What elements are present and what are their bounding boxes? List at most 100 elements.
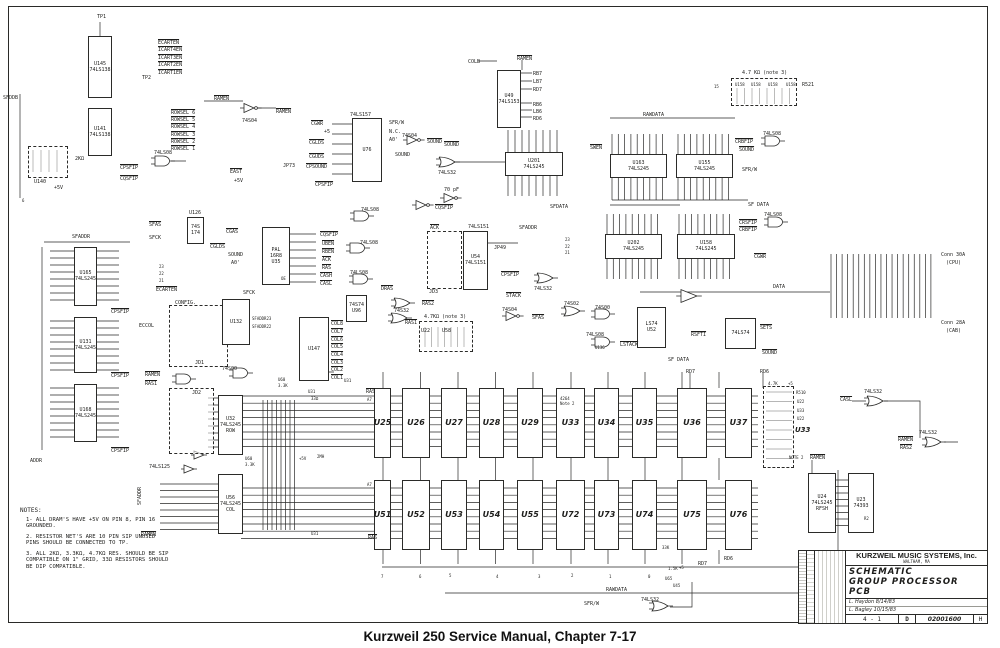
signal-label: RD6 [724, 556, 734, 562]
sheet-border [8, 6, 988, 623]
signal-label: ADDR [30, 458, 43, 464]
signal-label: LB6 [533, 109, 543, 115]
signal-label: SFADDR23 [252, 316, 272, 321]
ic-label: 16R8 [269, 252, 283, 259]
note-item: 2. RESISTOR NET'S ARE 10 PIN SIP UNUSED … [26, 533, 156, 547]
signal-label: CASL [320, 281, 333, 287]
signal-label: RAS1 [145, 381, 158, 387]
signal-label: U158 [768, 82, 778, 87]
signal-label: JD3 [429, 289, 439, 295]
signal-label: COL8 [331, 321, 344, 327]
ic-label: U49 [504, 92, 514, 99]
ic-u74: U74 [632, 480, 657, 550]
note-item: 1- ALL DRAM'S HAVE +5V ON PIN 8, PIN 16 … [26, 516, 156, 530]
signal-label: 74S00 [222, 366, 238, 372]
signal-label: COL3 [331, 360, 344, 366]
company-cell: KURZWEIL MUSIC SYSTEMS, Inc. WALTHAM, MA [846, 551, 987, 566]
signal-label: ECARTEN [158, 40, 180, 46]
signal-label: (CPU) [946, 260, 962, 266]
signal-label: CASH [320, 273, 333, 279]
ic-label: 74LS74 [731, 330, 750, 336]
signal-label: 74LS32 [919, 430, 938, 436]
signal-label: CQSFIP [320, 232, 339, 238]
signal-label: 33K [662, 545, 670, 550]
signal-label: 3.3K [245, 462, 255, 467]
ic-label: U75 [683, 510, 701, 519]
signal-label: +5 [679, 565, 684, 570]
signal-label: COL1 [331, 375, 344, 381]
signal-label: A0' [389, 137, 399, 143]
ic-label: U36 [683, 418, 701, 427]
signal-label: SFDATA [550, 204, 569, 210]
ic-label: U76 [729, 510, 748, 519]
signal-label: ECCOL [139, 323, 155, 329]
signal-label: U31 [311, 531, 319, 536]
ic-label: 74LS151 [464, 260, 487, 266]
signal-label: CGLDS [309, 140, 325, 146]
signal-label: CASL [840, 397, 853, 403]
ic-r4k7 [419, 321, 473, 352]
signal-label: CPSFIP [120, 165, 139, 171]
signal-label: +5 [324, 129, 331, 135]
signal-label: OE [281, 276, 286, 281]
ic-u76-dram: U76 [725, 480, 752, 550]
ic-label: 74LS245 [74, 276, 97, 282]
signal-label: 23 [159, 264, 164, 269]
signal-label: U31 [308, 389, 316, 394]
signal-label: SFADDR [72, 234, 91, 240]
signal-label: 74LS08 [586, 332, 605, 338]
ic-label: RFSH [815, 505, 829, 512]
signal-label: TP2 [142, 75, 152, 81]
signal-label: CONFIG. [175, 300, 197, 306]
signal-label: 74LS08 [350, 270, 369, 276]
signal-label: R510 [796, 390, 806, 395]
ic-label: U73 [597, 510, 616, 519]
signal-label: U45 [673, 583, 681, 588]
signal-label: RBEN [322, 249, 335, 255]
ic-label: U35 [635, 418, 654, 427]
ic-label: U147 [307, 345, 321, 352]
signal-label: 2KΩ [75, 156, 85, 162]
ic-label: U26 [407, 418, 425, 427]
signal-label: 74LS151 [468, 224, 490, 230]
ic-label: 74LS245 [219, 421, 242, 428]
signal-label: 74LS157 [350, 112, 372, 118]
ic-label: U35 [271, 258, 281, 265]
drawing-title-line2: GROUP PROCESSOR PCB [849, 577, 959, 597]
signal-label: Conn 28A [941, 320, 966, 326]
ic-label: U33 [561, 418, 580, 427]
signal-label: CPSFIP [501, 272, 520, 278]
signal-label: 22 [159, 271, 164, 276]
signal-label: SFADDR22 [252, 324, 272, 329]
signal-label: 74S04 [502, 307, 518, 313]
signal-label: 74LS125 [149, 464, 171, 470]
signal-label: DRAS [381, 286, 394, 292]
signal-label: +5V [299, 456, 307, 461]
signal-label: CPSFIP [111, 309, 130, 315]
ic-u73: U73 [594, 480, 619, 550]
ic-u29: U29 [517, 388, 543, 458]
scale-cell: 4 - 1 [846, 615, 899, 623]
ic-u55: U55 [517, 480, 543, 550]
ic-label: U27 [445, 418, 463, 427]
ic-u36: U36 [677, 388, 707, 458]
signal-label: RAS [368, 535, 378, 541]
signal-label: 3.3K [278, 383, 288, 388]
signal-label: TP1 [97, 14, 107, 20]
signal-label: SFCK [243, 290, 256, 296]
signal-label: ROWSEL 5 [171, 117, 196, 123]
signal-label: ROWSEL 1 [171, 146, 196, 152]
signal-label: R2 [864, 516, 869, 521]
signal-label: SFR/W [742, 167, 758, 173]
signal-label: RAWDATA [643, 112, 665, 118]
signature-cell: L. Haydon 8/14/83 L. Bagley 10/15/83 [846, 599, 987, 615]
signal-label: CGWR [311, 121, 324, 127]
signal-label: SOUND [228, 252, 244, 258]
signal-label: 4.7K [768, 381, 778, 386]
